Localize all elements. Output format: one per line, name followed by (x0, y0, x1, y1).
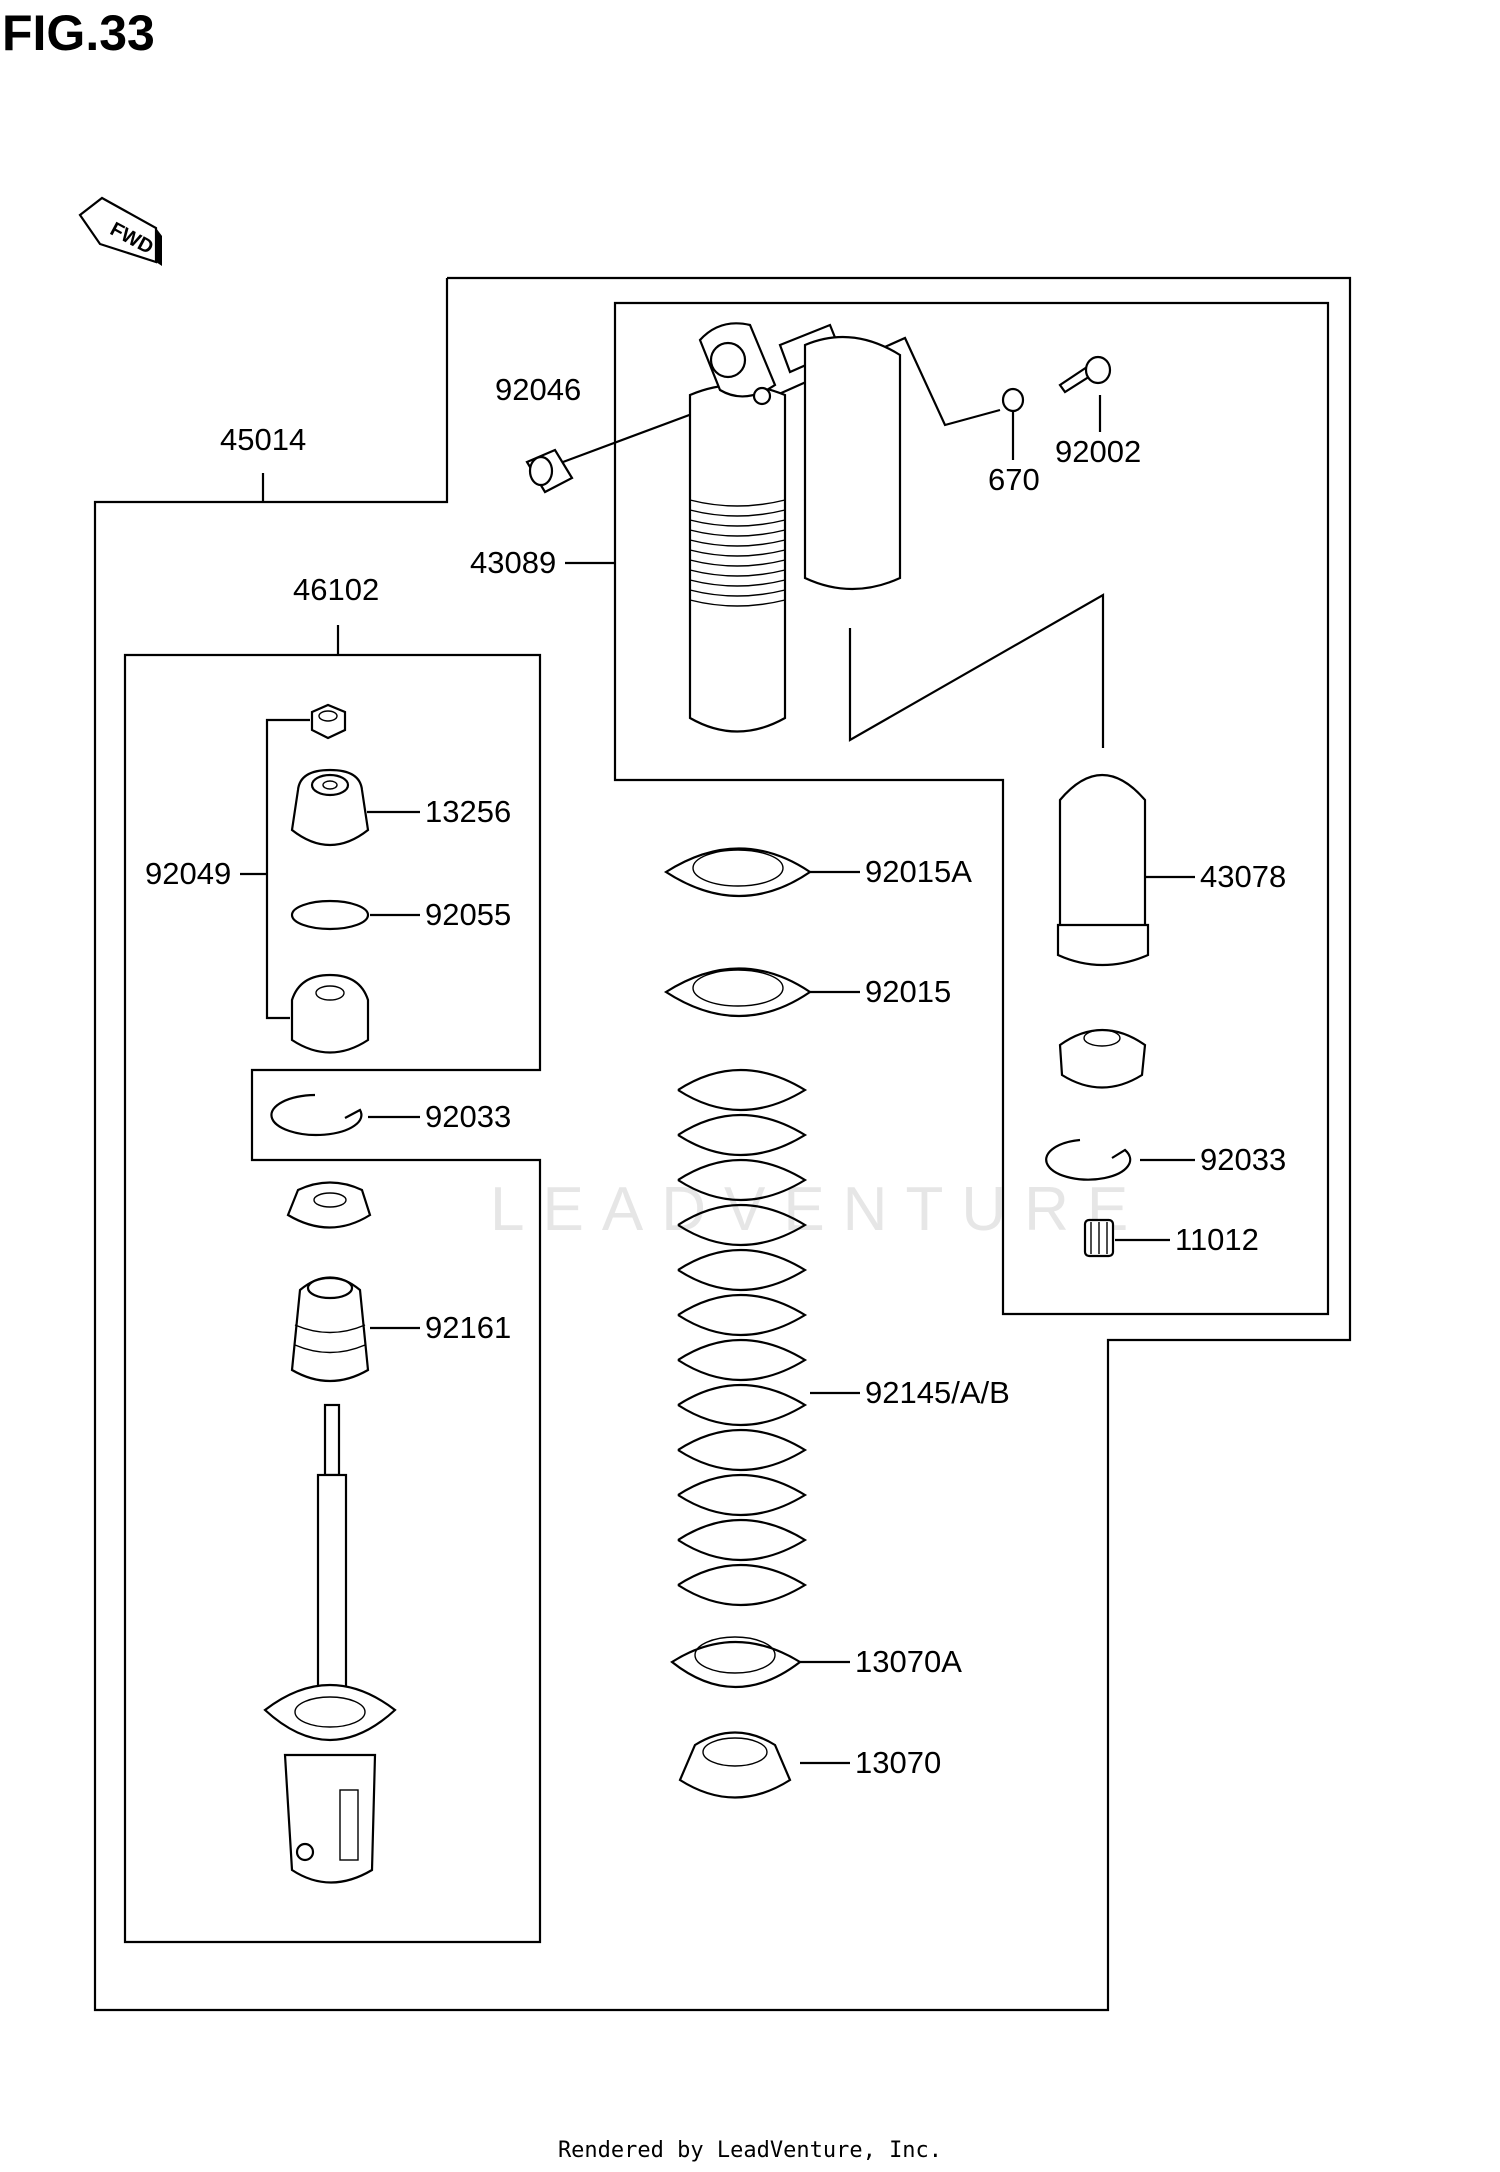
callout-92033-right: 92033 (1200, 1142, 1286, 1177)
callout-11012: 11012 (1175, 1222, 1259, 1257)
callout-labels: 45014 46102 92046 43089 670 92002 13256 … (145, 372, 1286, 1780)
callout-92002: 92002 (1055, 434, 1141, 469)
callout-43089: 43089 (470, 545, 556, 580)
o-ring-92055 (290, 899, 370, 931)
callout-13070: 13070 (855, 1745, 941, 1780)
callout-92055: 92055 (425, 897, 511, 932)
shock-body-43089 (688, 322, 902, 733)
callout-92015A: 92015A (865, 854, 972, 889)
callout-46102: 46102 (293, 572, 379, 607)
leader-lines (240, 336, 1195, 1765)
piston-rod (263, 1403, 397, 1884)
bump-rubber-13256 (290, 768, 370, 847)
spring-guide-13070 (678, 1731, 792, 1799)
assembly-45014-outline (93, 276, 1352, 2012)
callout-13256: 13256 (425, 794, 511, 829)
reservoir-seal (1058, 1028, 1147, 1089)
o-ring-670 (1001, 387, 1025, 413)
callout-45014: 45014 (220, 422, 306, 457)
callout-92015: 92015 (865, 974, 951, 1009)
bump-rubber-lower (290, 973, 370, 1054)
spring-guide-13070A (670, 1636, 802, 1688)
watermark: LEADVENTURE (490, 1175, 1146, 1244)
figure-title: FIG.33 (2, 5, 155, 61)
circlip-92033-left (270, 1093, 363, 1137)
render-credit: Rendered by LeadVenture, Inc. (557, 2138, 943, 2163)
spring-92145 (677, 1068, 808, 1607)
bushing-92046 (525, 448, 574, 494)
assembly-43089-outline (613, 301, 1330, 1316)
callout-92046: 92046 (495, 372, 581, 407)
callout-670: 670 (988, 462, 1040, 497)
callout-13070A: 13070A (855, 1644, 962, 1679)
bump-stop-92161 (290, 1276, 370, 1383)
circlip-92033-right (1045, 1138, 1132, 1181)
nut-92049 (310, 703, 347, 740)
callout-43078: 43078 (1200, 859, 1286, 894)
callout-92049: 92049 (145, 856, 231, 891)
assembly-46102-outline (123, 653, 542, 1944)
reservoir-cap-43078 (1056, 774, 1150, 967)
callout-92033-left: 92033 (425, 1099, 511, 1134)
callout-92145: 92145/A/B (865, 1375, 1010, 1410)
forward-arrow-icon: FWD (78, 196, 162, 266)
callout-92161: 92161 (425, 1310, 511, 1345)
bolt-92002 (1058, 355, 1112, 394)
spring-seat-92015A (663, 847, 812, 897)
seal-cup (286, 1181, 372, 1229)
needle-bearing-11012 (1083, 1218, 1115, 1258)
spring-seat-92015 (663, 967, 812, 1017)
